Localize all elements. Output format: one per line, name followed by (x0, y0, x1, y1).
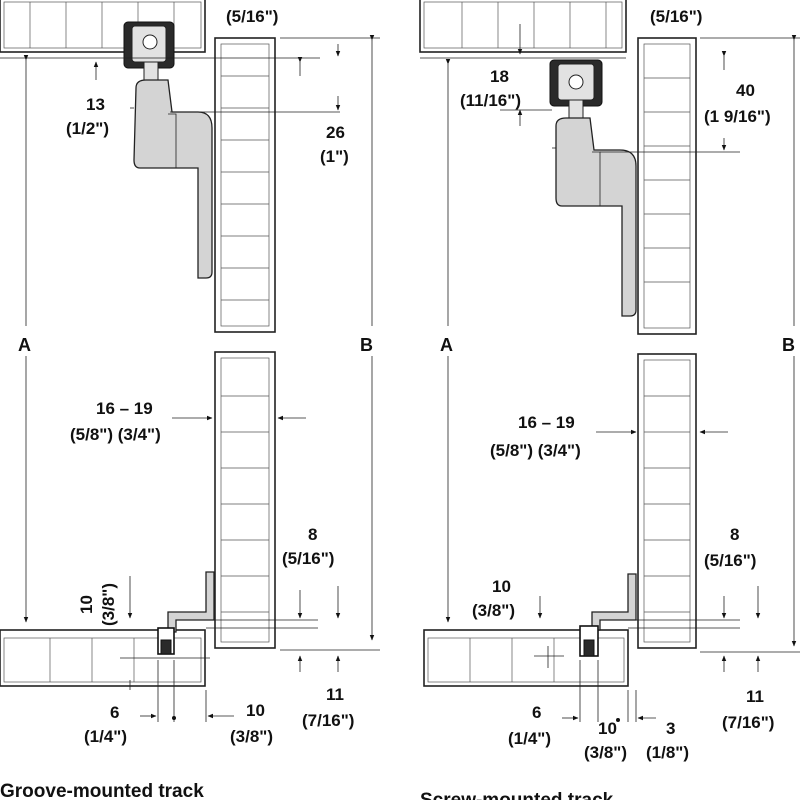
right-hanger-bracket (552, 117, 637, 317)
left-hanger-bracket (130, 79, 213, 279)
right-d10b: 10 (598, 719, 617, 738)
right-d18-in: (11/16") (460, 91, 521, 110)
right-d10-in: (3/8") (472, 601, 515, 620)
right-d8-in: (5/16") (704, 551, 756, 570)
right-d16-in: (5/8") (3/4") (490, 441, 581, 460)
left-d6: 6 (110, 703, 119, 722)
left-d10h-in: (3/8") (230, 727, 273, 746)
left-d26: 26 (326, 123, 345, 142)
right-d3-in: (1/8") (646, 743, 689, 762)
right-d18: 18 (490, 67, 509, 86)
left-d10h: 10 (246, 701, 265, 720)
right-d10b-in: (3/8") (584, 743, 627, 762)
right-bottom-guide (579, 573, 637, 657)
left-caption: Groove-mounted track (0, 781, 204, 800)
left-dimensions (0, 34, 380, 722)
right-top-panel (419, 0, 627, 53)
left-d13: 13 (86, 95, 105, 114)
right-labels: (5/16") 18 (11/16") 40 (1 9/16") A B 16 … (420, 7, 795, 800)
right-d16: 16 – 19 (518, 413, 575, 432)
right-door-panel (637, 37, 697, 649)
right-d10: 10 (492, 577, 511, 596)
left-d10v: 10 (77, 595, 96, 614)
right-top-roller (549, 59, 603, 121)
left-d8: 8 (308, 525, 317, 544)
left-d11-in: (7/16") (302, 711, 354, 730)
left-d26-in: (1") (320, 147, 349, 166)
right-d8: 8 (730, 525, 739, 544)
left-d13-in: (1/2") (66, 119, 109, 138)
left-d8-in: (5/16") (282, 549, 334, 568)
left-d10v-in: (3/8") (99, 583, 118, 626)
right-d40-in: (1 9/16") (704, 107, 771, 126)
right-A: A (440, 335, 453, 355)
left-labels: (5/16") 13 (1/2") 26 (1") A B 16 – 19 (5… (0, 7, 373, 800)
right-d3: 3 (666, 719, 675, 738)
right-d11-in: (7/16") (722, 713, 774, 732)
left-diagram: (5/16") 13 (1/2") 26 (1") A B 16 – 19 (5… (0, 0, 380, 800)
right-d6: 6 (532, 703, 541, 722)
left-bottom-guide (157, 571, 215, 655)
right-B: B (782, 335, 795, 355)
right-d40: 40 (736, 81, 755, 100)
left-d16: 16 – 19 (96, 399, 153, 418)
left-d11: 11 (326, 685, 344, 704)
left-top-dim: (5/16") (226, 7, 278, 26)
left-top-roller (123, 21, 175, 83)
left-B: B (360, 335, 373, 355)
left-door-panel (214, 37, 276, 649)
right-top-dim: (5/16") (650, 7, 702, 26)
left-A: A (18, 335, 31, 355)
right-d11: 11 (746, 687, 764, 706)
left-d6-in: (1/4") (84, 727, 127, 746)
right-diagram: (5/16") 18 (11/16") 40 (1 9/16") A B 16 … (419, 0, 800, 800)
right-caption: Screw-mounted track (420, 790, 614, 800)
right-d6-in: (1/4") (508, 729, 551, 748)
right-dimensions (420, 24, 800, 722)
left-d16-in: (5/8") (3/4") (70, 425, 161, 444)
